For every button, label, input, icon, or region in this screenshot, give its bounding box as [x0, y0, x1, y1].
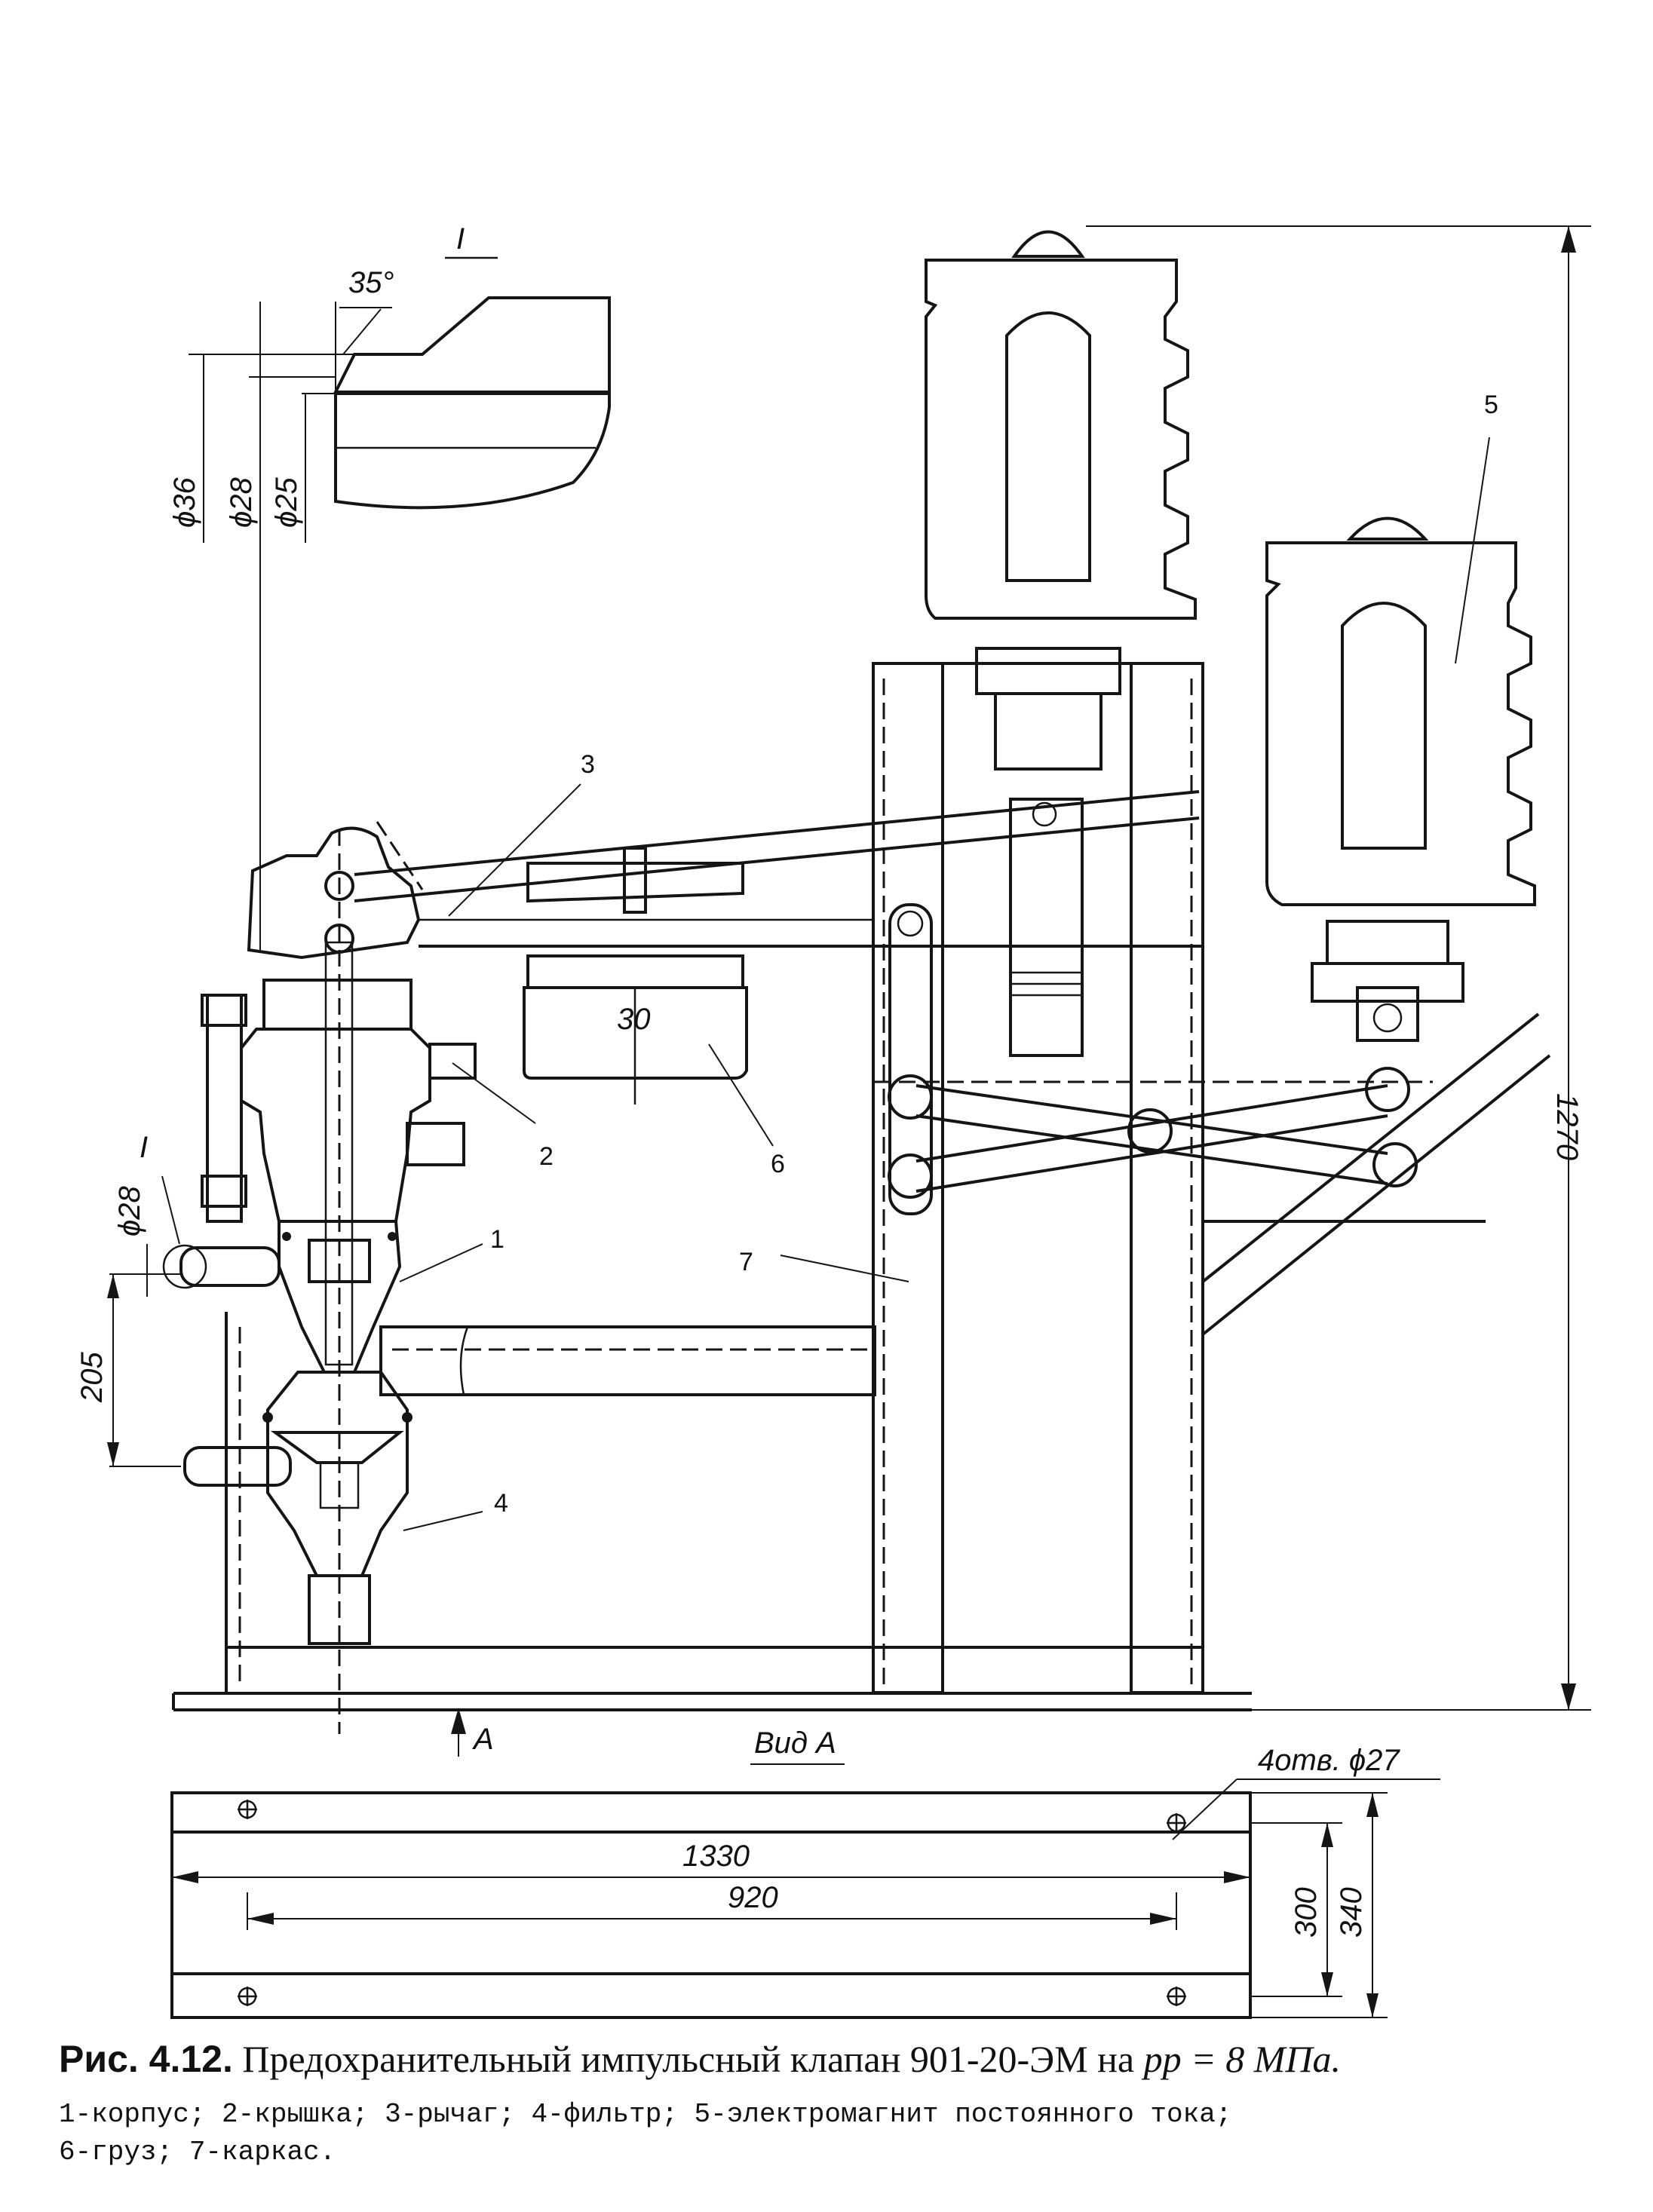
holes-label: 4отв. ϕ27: [1258, 1744, 1400, 1777]
figure-number: Рис. 4.12.: [59, 2038, 233, 2080]
pipe-dia-dimension: ϕ28: [113, 1186, 146, 1236]
detail-view-I: I 35° ϕ36 ϕ28 ϕ25: [168, 222, 611, 950]
part-number-3: 3: [581, 750, 595, 779]
caption-title: Предохранительный импульсный клапан 901-…: [242, 2038, 1135, 2080]
inner-width-dimension: 300: [1290, 1887, 1323, 1938]
pipe-spacing-dimension: 205: [75, 1352, 109, 1403]
height-dimension: 1270: [1550, 1093, 1584, 1160]
caption-title-line: Рис. 4.12. Предохранительный импульсный …: [59, 2036, 1597, 2082]
weight-6: 30: [523, 847, 748, 1104]
part-number-6: 6: [771, 1150, 785, 1178]
part-number-7: 7: [739, 1248, 753, 1276]
part-number-4: 4: [494, 1489, 508, 1518]
part-number-5: 5: [1484, 391, 1498, 419]
electromagnet-left: [925, 230, 1197, 1057]
outer-width-dimension: 340: [1335, 1887, 1368, 1938]
detail-dia-36: ϕ36: [168, 477, 201, 528]
dimensions: 1270 I ϕ28 205 A Вид A: [75, 225, 1591, 1765]
legend-line-1: 1-корпус; 2-крышка; 3-рычаг; 4-фильтр; 5…: [59, 2099, 1232, 2130]
part-labels: 3 2 1 4 5 6 7: [399, 391, 1498, 1531]
caption-formula: pр = 8 МПа.: [1143, 2038, 1342, 2080]
figure-caption: Рис. 4.12. Предохранительный импульсный …: [59, 2036, 1597, 2171]
view-arrow-label: A: [472, 1723, 494, 1756]
weight-value-label: 30: [617, 1003, 651, 1036]
detail-callout: I: [140, 1131, 148, 1164]
part-number-2: 2: [539, 1142, 554, 1171]
detail-dia-25: ϕ25: [270, 477, 303, 528]
part-number-1: 1: [490, 1225, 504, 1254]
base-length-dimension: 1330: [682, 1840, 750, 1873]
electromagnet-right: [1265, 516, 1536, 1042]
legend-line-2: 6-груз; 7-каркас.: [59, 2137, 336, 2168]
hole-spacing-dimension: 920: [728, 1881, 778, 1914]
valve-assembly: [162, 821, 477, 1734]
detail-title: I: [456, 222, 465, 256]
detail-angle: 35°: [348, 266, 394, 299]
view-a-base-plate: 4отв. ϕ27 1330 920 300 340: [170, 1744, 1440, 2019]
frame-7: [172, 662, 1551, 1711]
detail-dia-28: ϕ28: [225, 477, 258, 528]
view-title: Вид A: [754, 1726, 836, 1760]
caption-legend: 1-корпус; 2-крышка; 3-рычаг; 4-фильтр; 5…: [59, 2096, 1597, 2171]
lever-3: [354, 790, 1433, 1215]
